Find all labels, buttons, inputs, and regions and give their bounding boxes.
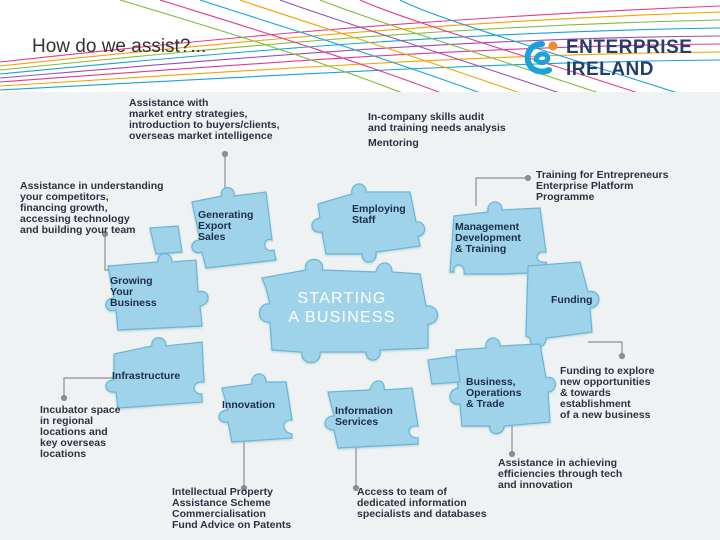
puzzle-graphic bbox=[60, 150, 626, 492]
puzzle-piece-employing-staff bbox=[311, 183, 426, 263]
note-training-entrepreneurs: Training for Entrepreneurs Enterprise Pl… bbox=[536, 169, 669, 203]
note-efficiencies: Assistance in achieving efficiencies thr… bbox=[498, 457, 623, 491]
connector-dot bbox=[101, 230, 109, 238]
connector-dot bbox=[221, 150, 229, 158]
note-understanding-competitors: Assistance in understanding your competi… bbox=[20, 180, 164, 236]
puzzle-piece-information-services bbox=[324, 380, 419, 449]
note-intellectual-property: Intellectual Property Assistance Scheme … bbox=[172, 486, 292, 531]
label-business-operations: Business, Operations & Trade bbox=[466, 376, 522, 410]
enterprise-ireland-swirl-icon bbox=[524, 41, 558, 75]
label-growing-your-business: Growing Your Business bbox=[110, 275, 157, 309]
connector-line bbox=[104, 234, 120, 271]
connector-dot bbox=[524, 174, 532, 182]
puzzle-piece-center bbox=[258, 258, 439, 364]
note-mentoring: Mentoring bbox=[368, 137, 419, 149]
label-employing-staff: Employing Staff bbox=[352, 203, 406, 226]
connector-lines bbox=[60, 150, 626, 492]
puzzle-piece-innovation bbox=[218, 373, 293, 443]
note-incubator-space: Incubator space in regional locations an… bbox=[40, 404, 121, 460]
decorative-swoosh-lines bbox=[0, 0, 720, 100]
note-market-entry: Assistance with market entry strategies,… bbox=[129, 97, 280, 142]
puzzle-piece-business-operations bbox=[449, 337, 556, 435]
logo-text-enterprise: ENTERPRISE bbox=[566, 37, 693, 58]
puzzle-piece-funding bbox=[525, 261, 600, 348]
label-generating-export-sales: Generating Export Sales bbox=[198, 209, 254, 243]
connector-dot bbox=[508, 450, 516, 458]
puzzle-diagram: STARTING A BUSINESS Generating Export Sa… bbox=[0, 92, 720, 540]
label-funding: Funding bbox=[551, 294, 593, 306]
note-funding-explore: Funding to explore new opportunities & t… bbox=[560, 365, 655, 421]
note-access-team: Access to team of dedicated information … bbox=[357, 486, 487, 520]
label-infrastructure: Infrastructure bbox=[112, 370, 181, 382]
connector-dot bbox=[60, 394, 68, 402]
puzzle-piece-generating-export-sales bbox=[191, 187, 277, 269]
connector-dot bbox=[618, 352, 626, 360]
puzzle-piece-small-right bbox=[427, 355, 461, 385]
center-piece-label: STARTING A BUSINESS bbox=[288, 290, 396, 326]
label-information-services: Information Services bbox=[335, 405, 393, 428]
note-skills-audit: In-company skills audit and training nee… bbox=[368, 111, 506, 134]
puzzle-piece-small-left bbox=[149, 225, 183, 255]
label-management-development: Management Development & Training bbox=[455, 221, 521, 255]
connector-dot bbox=[352, 484, 360, 492]
enterprise-ireland-logo: ENTERPRISE IRELAND bbox=[522, 36, 692, 84]
logo-text-ireland: IRELAND bbox=[566, 59, 654, 80]
puzzle-piece-management-development bbox=[449, 201, 549, 275]
slide-title: How do we assist?... bbox=[32, 36, 207, 57]
connector-line bbox=[63, 377, 114, 398]
connector-line bbox=[475, 177, 528, 206]
label-innovation: Innovation bbox=[222, 399, 276, 411]
puzzle-piece-infrastructure bbox=[105, 337, 205, 409]
connector-line bbox=[588, 341, 623, 356]
connector-dot bbox=[240, 484, 248, 492]
